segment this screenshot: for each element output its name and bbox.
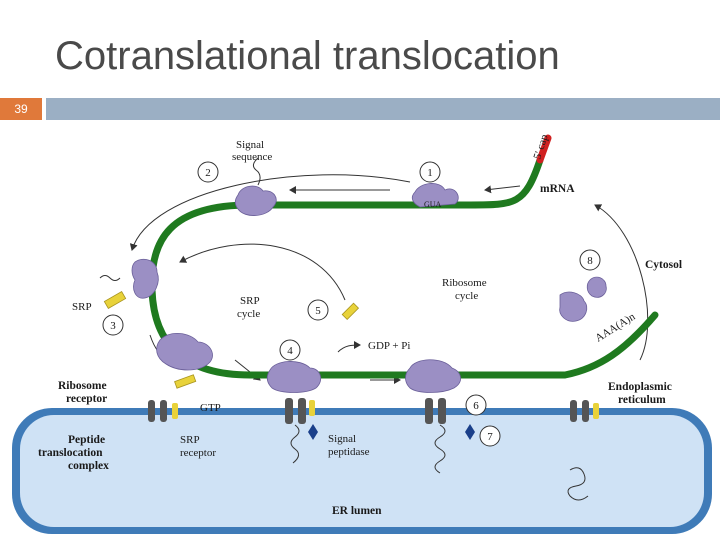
ribosome (411, 183, 459, 208)
ribosome (586, 276, 607, 298)
translocon (570, 400, 577, 422)
label-peptide-translocation-complex: translocation (38, 447, 103, 459)
label-endoplasmic-reticulum: reticulum (618, 394, 666, 406)
srp-particle (174, 374, 197, 389)
label-ribosome-cycle: Ribosome (442, 277, 487, 289)
label-gdp-pi: GDP + Pi (368, 340, 410, 352)
er-lumen (20, 415, 704, 527)
label-gua: GUA (424, 200, 442, 209)
ribosome-cycle-arrow-right (594, 204, 649, 361)
ribosome (405, 359, 461, 393)
label-ribosome-receptor: Ribosome (58, 380, 107, 392)
srp-cycle-arrow (179, 243, 346, 301)
step-3: 3 (110, 320, 116, 332)
label-peptide-translocation-complex: complex (68, 460, 109, 472)
ribosome (156, 333, 213, 371)
label-signal-sequence: sequence (232, 151, 272, 163)
label-ribosome-cycle: cycle (455, 290, 478, 302)
ribosome (234, 185, 277, 216)
label-srp-receptor: receptor (180, 447, 216, 459)
step-8-circle (579, 249, 601, 271)
step-5: 5 (315, 305, 321, 317)
label-signal-sequence: Signal (236, 139, 264, 151)
ribosome (131, 258, 159, 299)
label-srp-cycle: cycle (237, 308, 260, 320)
srp-receptor (172, 403, 178, 419)
label-ribosome-receptor: receptor (66, 393, 107, 405)
srp-particle (341, 302, 360, 321)
label-er-lumen: ER lumen (332, 505, 382, 517)
translocon (582, 400, 589, 422)
step-8: 8 (587, 255, 593, 267)
step-6: 6 (473, 400, 479, 412)
signal-peptidase (465, 424, 475, 440)
label-srp: SRP (72, 301, 92, 313)
label-srp-cycle: SRP (240, 295, 260, 307)
ribosome (266, 361, 322, 393)
polypeptide (290, 424, 300, 464)
slide-number: 39 (0, 98, 42, 120)
srp-particle (103, 290, 127, 310)
step-4-circle (279, 339, 301, 361)
translocon (593, 403, 599, 419)
step-7-circle (479, 425, 501, 447)
translocon (309, 400, 315, 416)
step-7: 7 (487, 431, 493, 443)
step-6-circle (465, 394, 487, 416)
ribosome (559, 291, 588, 322)
label-cytosol: Cytosol (645, 259, 682, 271)
srp-receptor (160, 400, 167, 422)
five-cap-segment (536, 134, 552, 164)
label-srp-receptor: SRP (180, 434, 200, 446)
slide-title: Cotranslational translocation (55, 34, 560, 78)
gdp-arrow (337, 341, 361, 353)
polypeptide (99, 275, 121, 281)
polypeptide (434, 424, 446, 474)
srp-receptor (148, 400, 155, 422)
step-1-circle (419, 161, 441, 183)
step-arrow (484, 185, 521, 194)
step-4: 4 (287, 345, 293, 357)
step-3-circle (102, 314, 124, 336)
title-bar (46, 98, 720, 120)
label-endoplasmic-reticulum: Endoplasmic (608, 381, 672, 393)
ribosome-cycle-arrow (129, 174, 411, 251)
polypeptide (252, 157, 261, 186)
label-signal-peptidase: Signal (328, 433, 356, 445)
signal-peptidase (308, 424, 318, 440)
translocon (285, 398, 293, 424)
translocon (425, 398, 433, 424)
label-peptide-translocation-complex: Peptide (68, 434, 105, 446)
step-5-circle (307, 299, 329, 321)
step-2-circle (197, 161, 219, 183)
step-1: 1 (427, 167, 433, 179)
label-mrna: mRNA (540, 183, 575, 195)
polypeptide (567, 467, 589, 501)
translocon (298, 398, 306, 424)
translocon (438, 398, 446, 424)
label-signal-peptidase: peptidase (328, 446, 370, 458)
label-gtp: GTP (200, 402, 221, 414)
step-2: 2 (205, 167, 211, 179)
